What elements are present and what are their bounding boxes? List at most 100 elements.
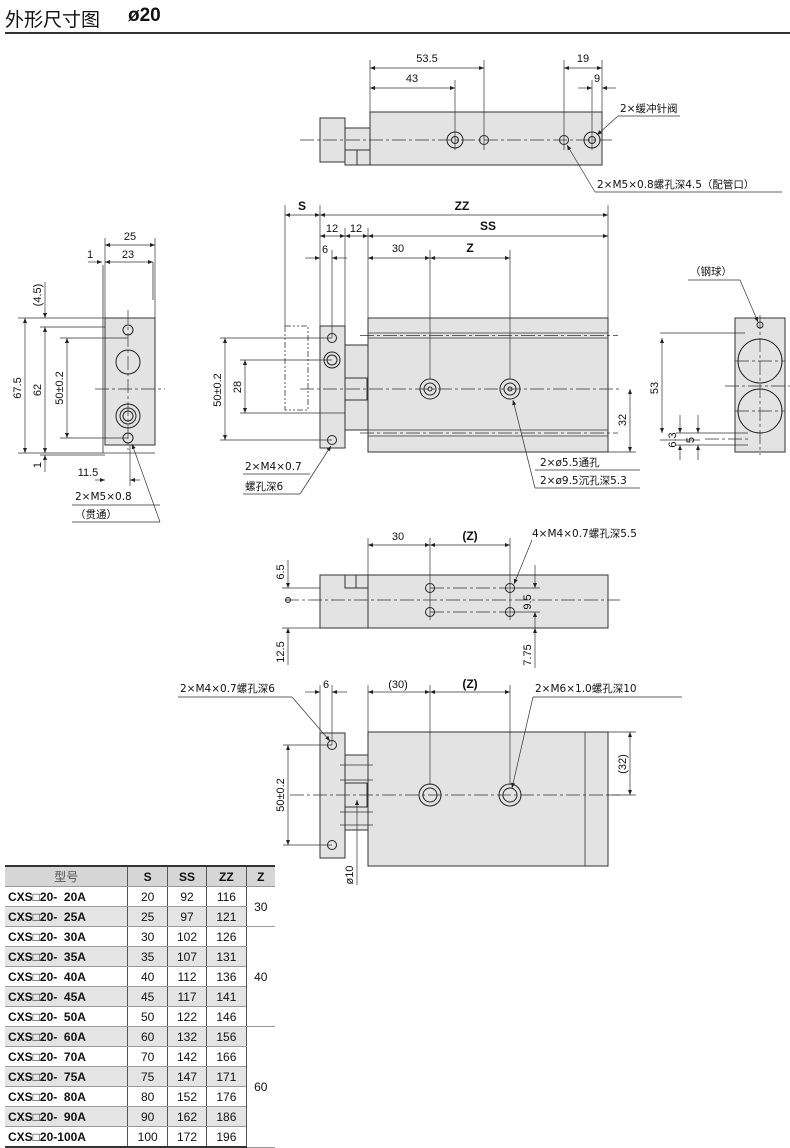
model-cell: CXS□20-100A	[5, 1126, 128, 1148]
zz-cell: 156	[206, 1026, 247, 1047]
model-cell: CXS□20- 20A	[5, 886, 128, 907]
note-m6-depth: 2×M6×1.0螺孔深10	[535, 682, 637, 695]
leader-arrow	[513, 539, 533, 585]
dimension-label: (30)	[388, 679, 408, 691]
s-cell: 45	[127, 986, 168, 1007]
dimension-label: 23	[122, 249, 134, 261]
s-cell: 70	[127, 1046, 168, 1067]
title-text: 外形尺寸图	[5, 9, 101, 31]
leader-arrow	[596, 115, 619, 136]
s-cell: 80	[127, 1086, 168, 1107]
dimension-label: (32)	[617, 754, 629, 774]
s-cell: 90	[127, 1106, 168, 1127]
dimension-label: 12.5	[275, 641, 287, 662]
zz-cell: 136	[206, 966, 247, 987]
dimension-label: (Z)	[462, 529, 477, 543]
dimension-label: 67.5	[12, 377, 24, 398]
dimension-label: 12	[350, 223, 362, 235]
z-cell: 60	[245, 1026, 275, 1148]
bore-size: ø20	[128, 5, 161, 26]
zz-cell: 121	[206, 906, 247, 927]
s-cell: 25	[127, 906, 168, 927]
body-outline	[367, 574, 609, 629]
dimension-label: 53	[649, 382, 661, 394]
s-cell: 40	[127, 966, 168, 987]
model-cell: CXS□20- 60A	[5, 1026, 128, 1047]
dimension-label: ZZ	[455, 199, 470, 213]
dimension-label: 9	[594, 73, 600, 85]
dimension-label: 6.3	[667, 432, 679, 447]
model-cell: CXS□20- 45A	[5, 986, 128, 1007]
stopper-block	[344, 149, 358, 166]
leader-arrow	[566, 144, 596, 193]
dimension-label: S	[298, 199, 306, 213]
dimension-label: Z	[466, 241, 473, 255]
note-m5: 2×M5×0.8	[75, 491, 132, 503]
note-m4: 2×M4×0.7	[245, 461, 302, 473]
ss-cell: 172	[166, 1126, 207, 1148]
dimension-label: 25	[124, 231, 136, 243]
s-cell: 30	[127, 926, 168, 947]
zz-cell: 116	[206, 886, 247, 907]
dimension-label: 6	[322, 244, 328, 256]
s-cell: 35	[127, 946, 168, 967]
dimension-label: 9.5	[522, 594, 534, 609]
ss-cell: 117	[166, 986, 207, 1007]
note-through-hole: 2×ø5.5通孔	[540, 456, 600, 469]
leader-arrow	[291, 696, 331, 742]
column-header: Z	[245, 865, 275, 887]
dimension-label: ø10	[344, 866, 356, 885]
note-port: 2×M5×0.8螺孔深4.5（配管口）	[597, 178, 754, 191]
model-cell: CXS□20- 30A	[5, 926, 128, 947]
z-cell: 40	[245, 926, 275, 1027]
s-cell: 75	[127, 1066, 168, 1087]
zz-cell: 166	[206, 1046, 247, 1067]
leader-arrow	[511, 696, 534, 789]
ss-cell: 142	[166, 1046, 207, 1067]
dimension-label: 12	[326, 223, 338, 235]
dimension-label: 30	[392, 531, 404, 543]
dimension-label: 50±0.2	[212, 373, 224, 407]
body-outline	[367, 731, 609, 867]
column-header: 型号	[5, 865, 128, 887]
dimension-label: (Z)	[462, 677, 477, 691]
model-cell: CXS□20- 80A	[5, 1086, 128, 1107]
rod-end-cap	[344, 127, 371, 151]
dimension-label: 7.75	[522, 644, 534, 665]
zz-cell: 141	[206, 986, 247, 1007]
model-cell: CXS□20- 35A	[5, 946, 128, 967]
zz-cell: 176	[206, 1086, 247, 1107]
dimension-label: (4.5)	[32, 284, 44, 307]
ss-cell: 92	[166, 886, 207, 907]
s-cell: 50	[127, 1006, 168, 1027]
dimension-label: 53.5	[416, 53, 437, 65]
zz-cell: 146	[206, 1006, 247, 1027]
dimension-label: 5	[685, 437, 697, 443]
zz-cell: 186	[206, 1106, 247, 1127]
s-cell: 60	[127, 1026, 168, 1047]
dimension-label: 1	[32, 462, 44, 468]
model-cell: CXS□20- 40A	[5, 966, 128, 987]
ss-cell: 147	[166, 1066, 207, 1087]
note-depth: 螺孔深6	[245, 480, 283, 493]
end-plate	[319, 325, 346, 449]
model-cell: CXS□20- 70A	[5, 1046, 128, 1067]
note-through: （贯通）	[75, 509, 117, 521]
leader-arrow	[512, 399, 536, 489]
dimension-label: SS	[480, 219, 496, 233]
dimension-label: 32	[617, 414, 629, 426]
leader-arrow	[131, 443, 161, 523]
s-cell: 100	[127, 1126, 168, 1148]
dimension-label: 6	[323, 679, 329, 691]
